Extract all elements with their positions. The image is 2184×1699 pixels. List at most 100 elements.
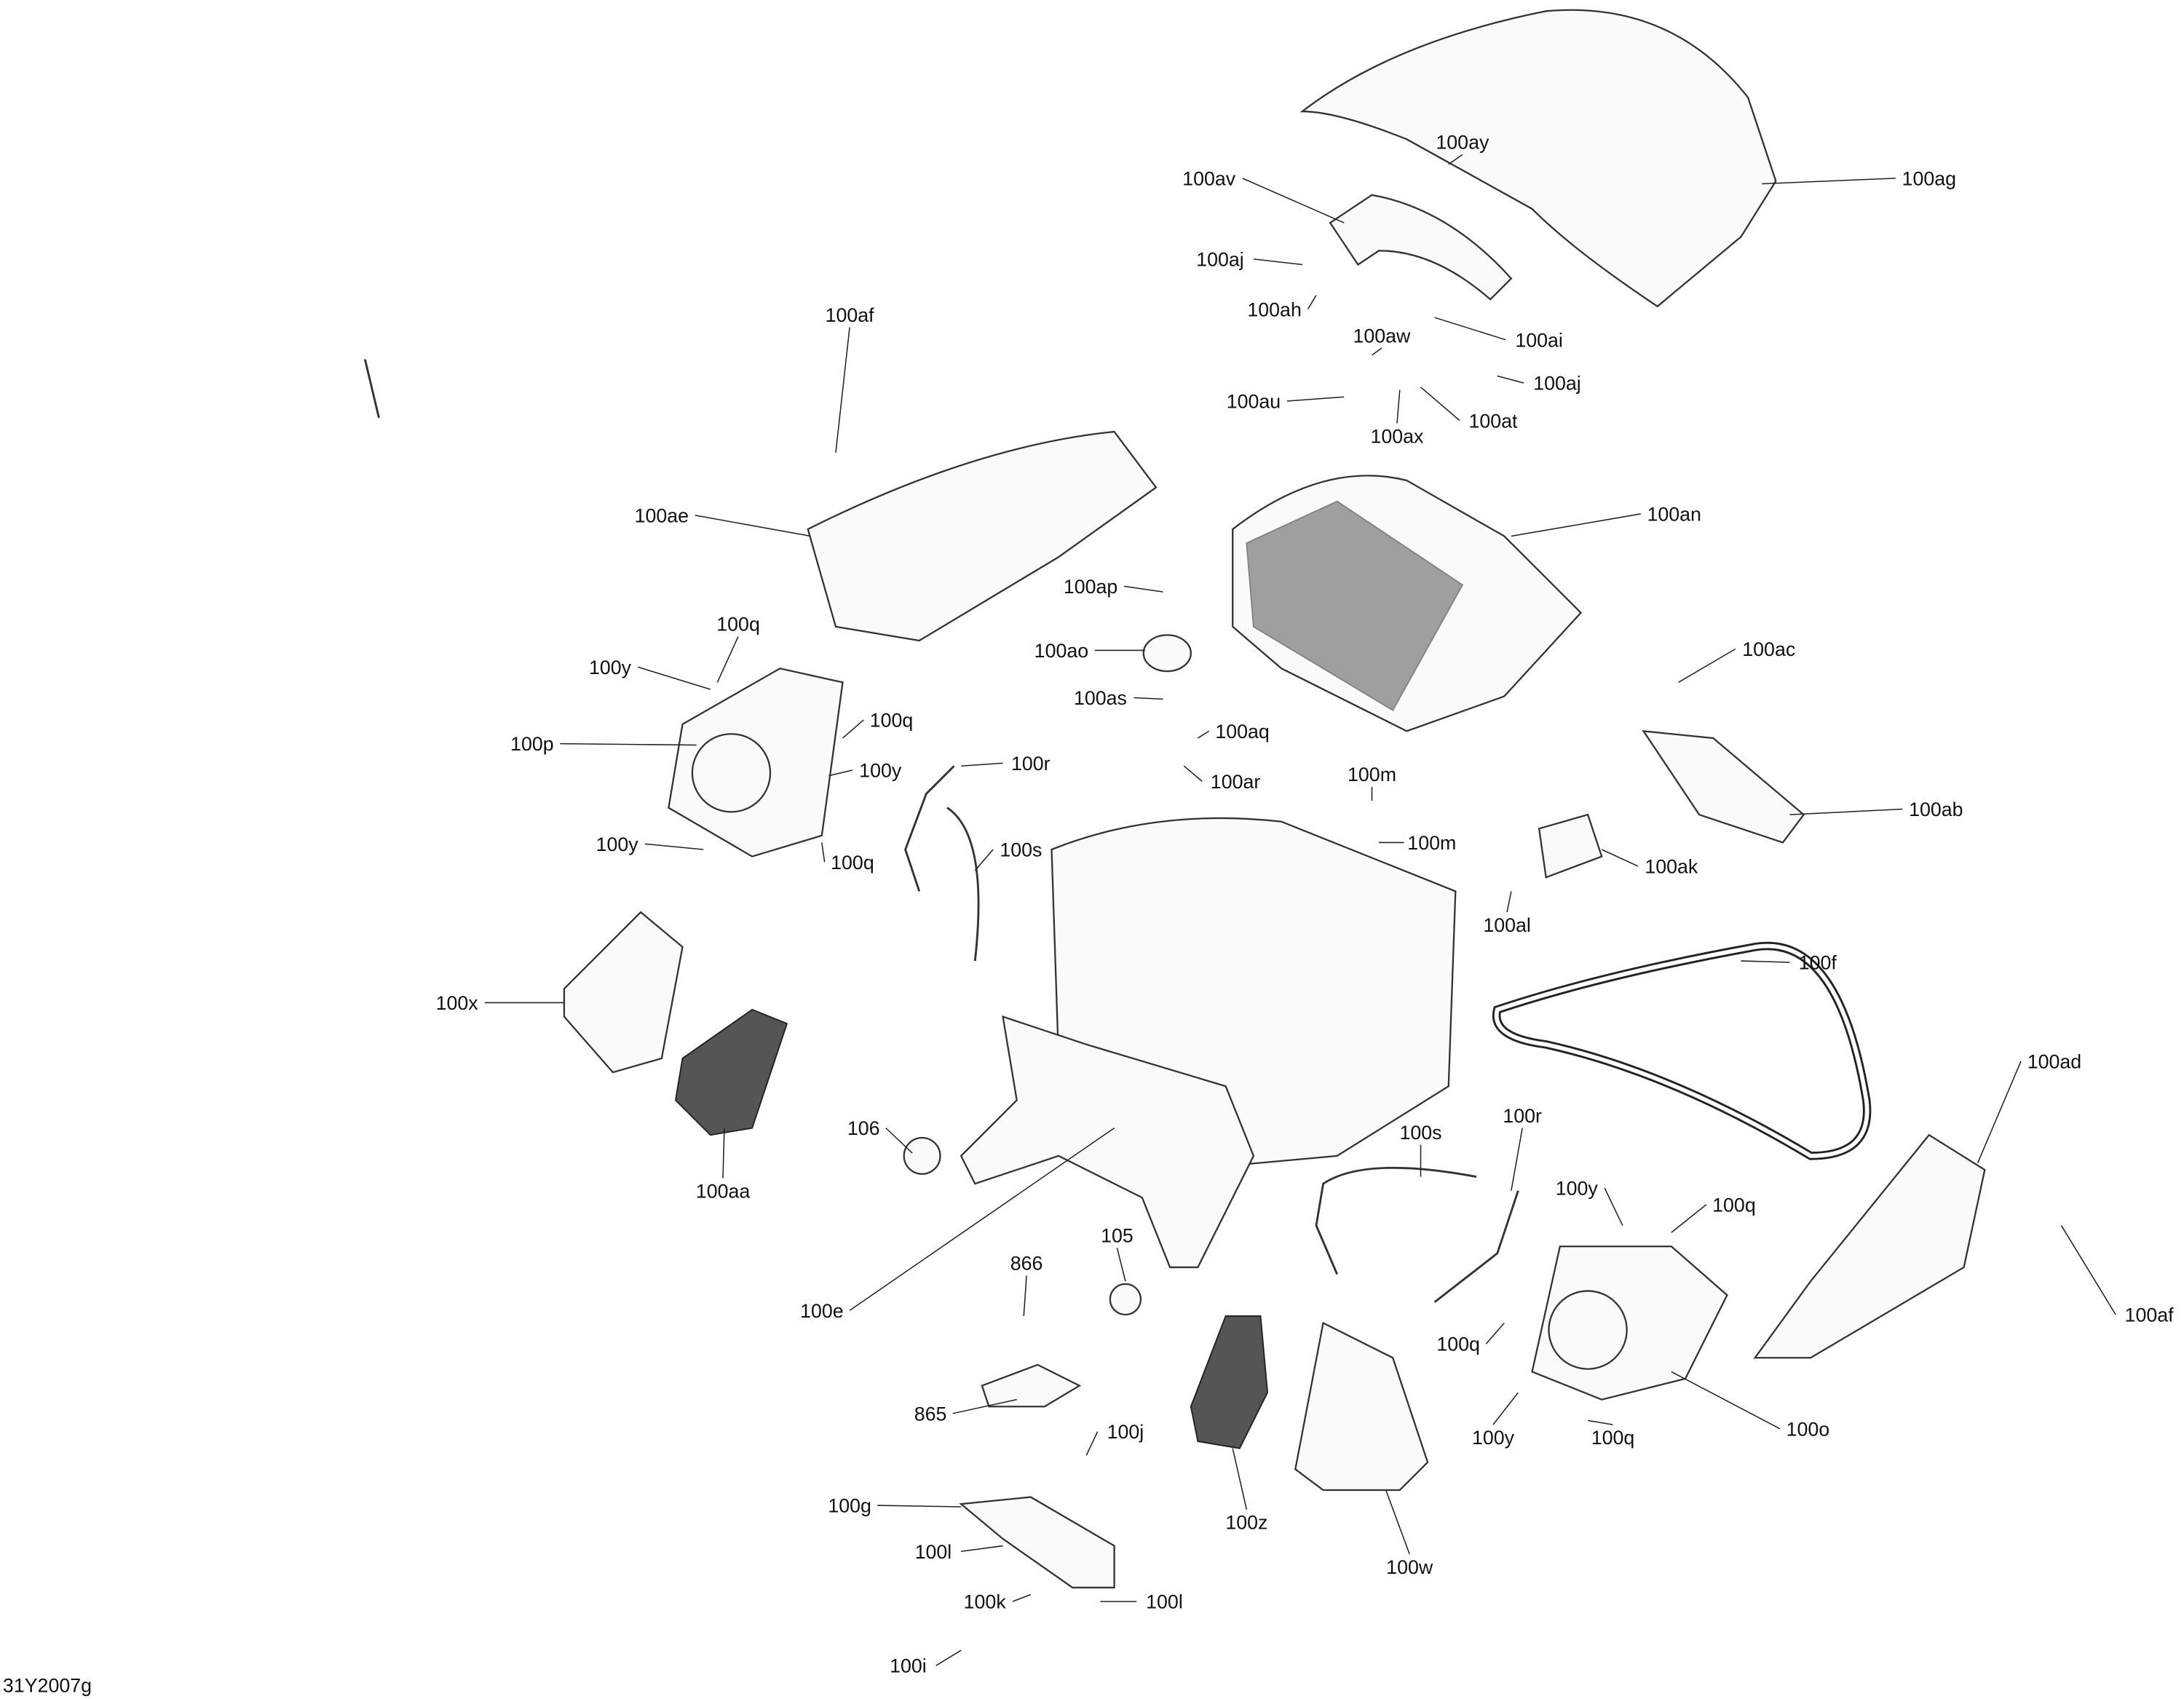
grille-right: [1190, 1315, 1269, 1449]
lower-shell: [960, 1015, 1255, 1269]
leader-line-100av: [1242, 178, 1345, 223]
leader-line-100i: [935, 1650, 962, 1666]
callout-label-100aw: 100aw: [1353, 325, 1411, 347]
leader-line-100w: [1385, 1489, 1410, 1555]
callout-label-100q: 100q: [1591, 1427, 1635, 1449]
callout-label-100y: 100y: [859, 760, 902, 782]
side-cover-right: [1753, 1133, 1986, 1359]
leader-line-100r: [961, 762, 1003, 767]
leader-line-100q: [1671, 1204, 1707, 1233]
leader-line-100k: [1012, 1593, 1032, 1602]
callout-label-100g: 100g: [828, 1495, 871, 1517]
leader-line-100ap: [1123, 585, 1163, 593]
leader-line-866: [1023, 1275, 1027, 1316]
callout-label-100aj: 100aj: [1196, 248, 1244, 270]
callout-label-100z: 100z: [1225, 1512, 1267, 1534]
leader-line-100q: [1587, 1419, 1613, 1425]
callout-label-100f: 100f: [1799, 952, 1837, 974]
emblem: [1142, 634, 1192, 673]
leader-line-100y: [644, 843, 704, 850]
leader-line-100r: [1511, 1128, 1523, 1191]
leader-line-100y: [828, 769, 853, 777]
callout-label-100aq: 100aq: [1215, 721, 1269, 742]
callout-label-100m: 100m: [1348, 764, 1396, 785]
leader-line-100ad: [1977, 1061, 2022, 1163]
callout-label-100y: 100y: [596, 833, 639, 855]
reference-code: 31Y2007g: [3, 1674, 92, 1696]
leader-line-100an: [1511, 513, 1641, 537]
leader-lines: [484, 154, 2116, 1666]
callout-label-100y: 100y: [1556, 1177, 1599, 1199]
callout-label-100aj: 100aj: [1533, 373, 1580, 395]
leader-line-100g: [877, 1505, 962, 1508]
leader-line-100ac: [1678, 648, 1736, 684]
callout-label-100al: 100al: [1483, 914, 1530, 936]
callout-label-100l: 100l: [1146, 1591, 1183, 1613]
callout-label-866: 866: [1010, 1253, 1043, 1275]
leader-line-100q: [716, 635, 739, 683]
leader-line-100ax: [1396, 389, 1401, 424]
leader-line-100z: [1232, 1448, 1248, 1510]
top-lid: [1299, 9, 1777, 308]
callout-label-100au: 100au: [1227, 391, 1281, 413]
callout-label-100av: 100av: [1182, 167, 1236, 189]
callout-label-100ax: 100ax: [1371, 425, 1425, 447]
callout-label-100l: 100l: [915, 1541, 952, 1563]
parts-layer: [363, 9, 1986, 1589]
callout-label-100ak: 100ak: [1645, 856, 1698, 878]
side-cover-left-upper: [807, 430, 1158, 642]
callout-label-100af: 100af: [826, 304, 875, 326]
leader-line-865: [952, 1398, 1017, 1414]
bracket: [981, 1363, 1082, 1408]
callout-label-100r: 100r: [1011, 753, 1051, 775]
callout-label-100q: 100q: [1712, 1194, 1756, 1216]
callout-label-865: 865: [914, 1403, 947, 1425]
callout-label-100aa: 100aa: [696, 1180, 751, 1202]
leader-line-100l: [961, 1545, 1003, 1552]
cable-left: [904, 765, 980, 962]
leader-line-100aw: [1372, 347, 1382, 356]
callout-label-100w: 100w: [1386, 1556, 1433, 1578]
callout-label-100y: 100y: [589, 657, 632, 678]
callout-label-100r: 100r: [1503, 1105, 1542, 1127]
callout-label-100k: 100k: [964, 1591, 1007, 1613]
callout-label-100i: 100i: [890, 1655, 927, 1677]
leader-line-100ag: [1762, 178, 1896, 185]
callout-label-100an: 100an: [1647, 504, 1701, 526]
callout-label-100q: 100q: [831, 852, 874, 874]
lid-seal-inner: [1494, 943, 1870, 1158]
callout-label-100q: 100q: [870, 710, 914, 732]
grommet-106: [903, 1136, 941, 1175]
strut: [363, 359, 380, 419]
callout-label-100ag: 100ag: [1902, 167, 1956, 189]
leader-line-100au: [1286, 396, 1345, 402]
lid-hinge: [1329, 194, 1513, 301]
callout-label-100m: 100m: [1407, 832, 1456, 854]
callout-label-100e: 100e: [800, 1300, 844, 1322]
leader-line-100at: [1420, 387, 1460, 421]
grommet-105: [1109, 1283, 1142, 1316]
leader-line-100aj: [1253, 258, 1302, 266]
callout-label-100s: 100s: [1399, 1122, 1441, 1144]
leader-line-100ay: [1448, 154, 1463, 165]
leader-line-100y: [638, 666, 711, 690]
leader-line-100ah: [1307, 295, 1317, 310]
leader-line-105: [1116, 1247, 1126, 1282]
leader-line-100q: [842, 719, 864, 739]
callout-label-100ap: 100ap: [1064, 576, 1117, 598]
leader-line-100q: [1485, 1322, 1505, 1344]
callout-label-100q: 100q: [1436, 1334, 1480, 1355]
callout-label-100ab: 100ab: [1909, 799, 1963, 820]
callout-label-100ao: 100ao: [1034, 640, 1088, 662]
latch-mechanism: [1538, 813, 1603, 879]
leader-line-100al: [1506, 891, 1512, 913]
leader-line-100aj: [1497, 375, 1524, 384]
hinge-plate: [959, 1496, 1115, 1589]
leader-line-100ak: [1601, 849, 1639, 867]
leader-line-100s: [974, 849, 994, 871]
callout-label-100ay: 100ay: [1436, 132, 1489, 154]
leader-line-100af: [2060, 1225, 2116, 1315]
callout-label-100af: 100af: [2125, 1304, 2175, 1326]
